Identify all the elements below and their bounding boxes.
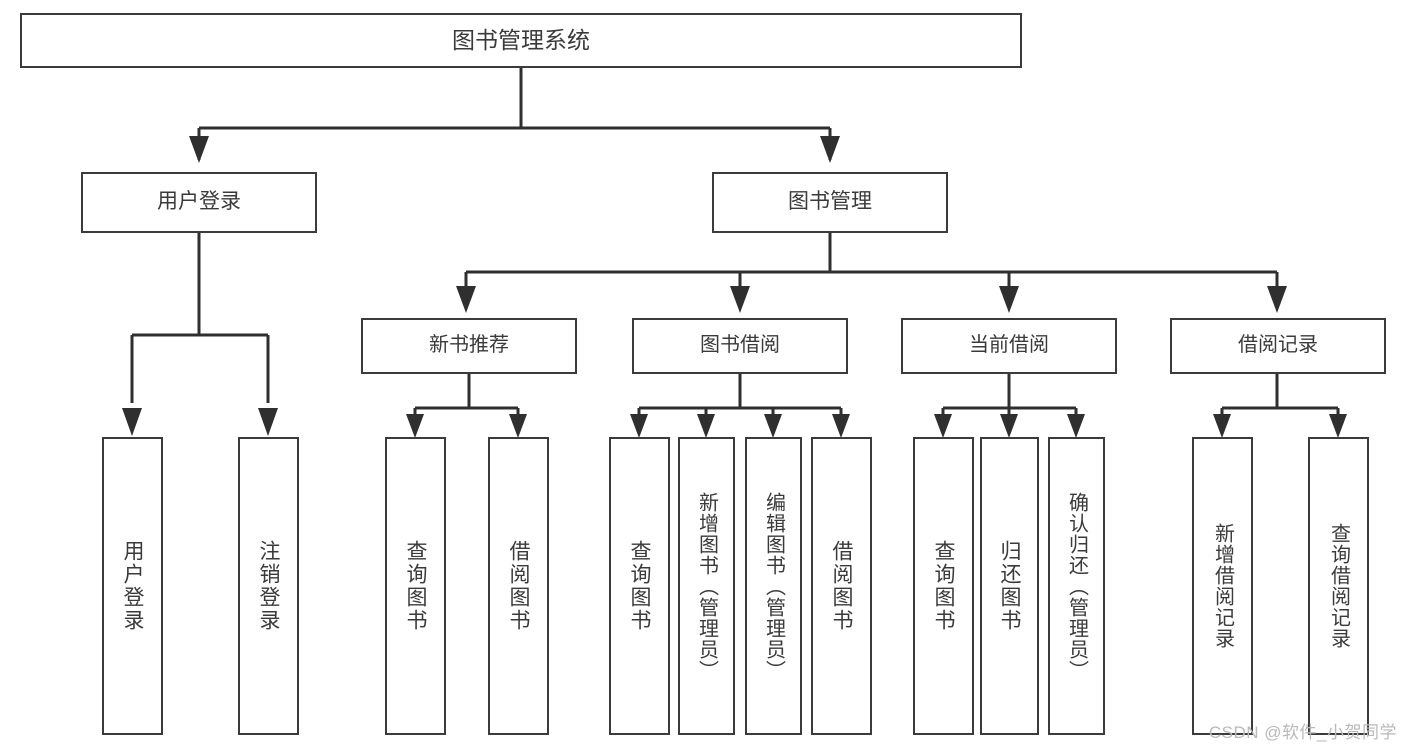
node-leaf-borrow-book-2[interactable]: 借阅图书 — [811, 437, 872, 735]
node-label: 借阅记录 — [1238, 334, 1318, 357]
node-label: 图书管理系统 — [452, 27, 590, 54]
node-label: 注销登录 — [257, 540, 280, 632]
node-leaf-query-record[interactable]: 查询借阅记录 — [1308, 437, 1369, 735]
node-label: 查询图书 — [932, 540, 955, 632]
node-label: 借阅图书 — [507, 540, 530, 632]
node-label: 查询借阅记录 — [1327, 523, 1350, 649]
node-label: 图书借阅 — [700, 334, 780, 357]
node-leaf-return-book[interactable]: 归还图书 — [980, 437, 1039, 735]
node-label: 当前借阅 — [969, 334, 1049, 357]
node-book-borrow[interactable]: 图书借阅 — [632, 318, 848, 374]
node-new-book-recommend[interactable]: 新书推荐 — [361, 318, 577, 374]
node-label: 用户登录 — [157, 190, 241, 214]
node-leaf-user-login[interactable]: 用户登录 — [102, 437, 163, 735]
node-leaf-confirm-return[interactable]: 确认归还（管理员） — [1048, 437, 1105, 735]
node-label: 编辑图书（管理员） — [762, 491, 785, 681]
node-label: 查询图书 — [404, 540, 427, 632]
node-label: 新书推荐 — [429, 334, 509, 357]
node-user-login[interactable]: 用户登录 — [81, 172, 317, 233]
node-label: 新增借阅记录 — [1211, 523, 1234, 649]
node-label: 确认归还（管理员） — [1065, 491, 1088, 681]
node-label: 归还图书 — [998, 540, 1021, 632]
node-leaf-query-book-2[interactable]: 查询图书 — [609, 437, 670, 735]
node-label: 图书管理 — [788, 190, 872, 214]
node-label: 借阅图书 — [830, 540, 853, 632]
node-borrow-record[interactable]: 借阅记录 — [1170, 318, 1386, 374]
node-label: 用户登录 — [121, 540, 144, 632]
node-leaf-query-book-1[interactable]: 查询图书 — [385, 437, 446, 735]
node-leaf-edit-book[interactable]: 编辑图书（管理员） — [745, 437, 802, 735]
node-leaf-add-record[interactable]: 新增借阅记录 — [1192, 437, 1253, 735]
node-leaf-query-book-3[interactable]: 查询图书 — [913, 437, 974, 735]
node-leaf-borrow-book-1[interactable]: 借阅图书 — [488, 437, 549, 735]
node-leaf-logout-login[interactable]: 注销登录 — [238, 437, 299, 735]
node-root-system[interactable]: 图书管理系统 — [20, 13, 1022, 68]
watermark-text: CSDN @软件_小贺同学 — [1208, 723, 1397, 742]
node-book-management[interactable]: 图书管理 — [712, 172, 948, 233]
node-label: 新增图书（管理员） — [695, 491, 718, 681]
node-label: 查询图书 — [628, 540, 651, 632]
node-current-borrow[interactable]: 当前借阅 — [901, 318, 1117, 374]
node-leaf-add-book[interactable]: 新增图书（管理员） — [678, 437, 735, 735]
